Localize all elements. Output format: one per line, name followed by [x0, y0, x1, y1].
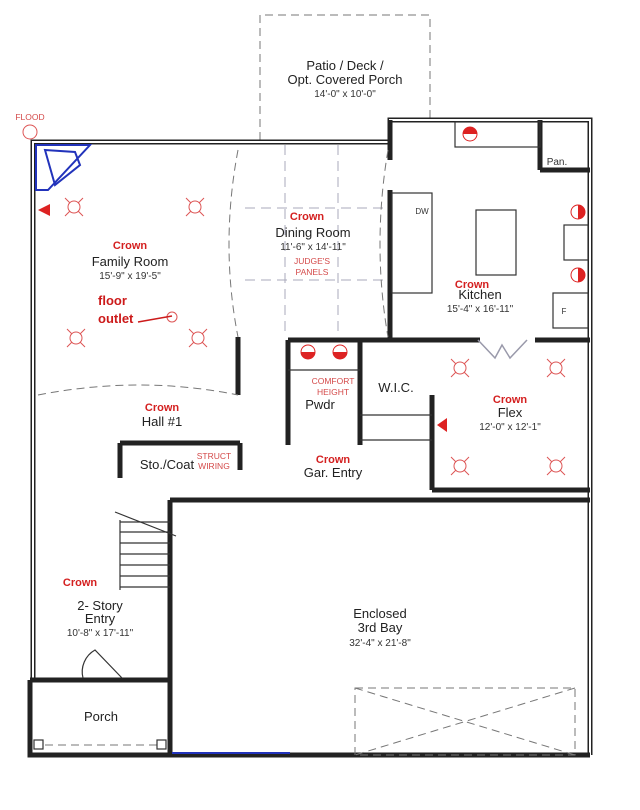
pwdr-note: HEIGHT [317, 387, 349, 397]
sto-note: WIRING [198, 461, 230, 471]
junction-box-icon [546, 456, 566, 476]
garage-label: 3rd Bay [358, 620, 403, 635]
gar-entry-label: Gar. Entry [304, 465, 363, 480]
dining-crown: Crown [290, 211, 325, 223]
floor-outlet-leader [137, 315, 173, 323]
range [563, 224, 589, 261]
entry-door [81, 649, 123, 679]
entry-label: 2- Story [77, 598, 123, 613]
cabinet-top [454, 121, 541, 148]
tv-icon [437, 418, 447, 432]
entry-label: Entry [85, 611, 116, 626]
hall-crown: Crown [145, 402, 180, 414]
flex-crown: Crown [493, 394, 528, 406]
junction-box-icon [188, 328, 208, 348]
flex-label: Flex [498, 405, 523, 420]
flood-light-icon [22, 124, 38, 140]
porch-column [156, 739, 167, 750]
garage-dims: 32'-4" x 21'-8" [349, 638, 411, 649]
pantry-label: Pan. [547, 157, 568, 168]
garage-label: Enclosed [353, 606, 406, 621]
wic-label: W.I.C. [378, 380, 413, 395]
family-room-label: Family Room [92, 254, 169, 269]
pwdr-label: Pwdr [305, 397, 335, 412]
dining-opening-right [379, 149, 389, 338]
junction-boxes [64, 197, 566, 476]
dining-note: JUDGE'S [294, 256, 330, 266]
garage-door [354, 687, 576, 756]
junction-box-icon [64, 197, 84, 217]
flex-dims: 12'-0" x 12'-1" [479, 422, 541, 433]
floor-outlet-label: floor [98, 293, 127, 308]
entry-crown: Crown [63, 577, 98, 589]
junction-box-icon [546, 358, 566, 378]
dining-room-dims: 11'-6" x 14'-11" [280, 242, 346, 253]
judges-panels [245, 145, 385, 335]
entry-dims: 10'-8" x 17'-11" [67, 628, 134, 639]
kitchen-crown: Crown [455, 279, 490, 291]
kitchen-island [475, 209, 517, 276]
tv-icon [38, 204, 50, 216]
fireplace [35, 144, 93, 191]
patio-outline [259, 14, 431, 140]
junction-box-icon [66, 328, 86, 348]
patio-label: Patio / Deck / [306, 58, 384, 73]
patio-dims: 14'-0" x 10'-0" [314, 89, 376, 100]
dishwasher-label: DW [415, 207, 429, 216]
floor-outlet-label: outlet [98, 311, 134, 326]
kitchen-peninsula [391, 192, 433, 294]
stairs [114, 511, 177, 590]
junction-box-icon [450, 456, 470, 476]
hall-label: Hall #1 [142, 414, 182, 429]
pwdr-note: COMFORT [312, 376, 355, 386]
pendant-lights [300, 126, 586, 360]
kitchen-label: Kitchen [458, 287, 501, 302]
junction-box-icon [185, 197, 205, 217]
flood-label: FLOOD [15, 112, 44, 122]
dining-note: PANELS [296, 267, 329, 277]
fridge-label: F [562, 307, 567, 316]
interior-walls [117, 120, 590, 503]
family-room-dims: 15'-9" x 19'-5" [99, 271, 161, 282]
dining-room-label: Dining Room [275, 225, 350, 240]
kitchen-dims: 15'-4" x 16'-11" [447, 304, 514, 315]
fridge [552, 292, 589, 329]
bifold-door [477, 339, 528, 360]
garage-door-diagonals [354, 687, 576, 756]
gar-entry-crown: Crown [316, 454, 351, 466]
patio-label: Opt. Covered Porch [288, 72, 403, 87]
porch-column [33, 739, 44, 750]
hall-opening [37, 384, 239, 396]
sto-coat-label: Sto./Coat [140, 457, 195, 472]
family-crown: Crown [113, 240, 148, 252]
junction-box-icon [450, 358, 470, 378]
porch-label: Porch [84, 709, 118, 724]
dining-opening-left [228, 149, 239, 338]
sto-note: STRUCT [197, 451, 231, 461]
